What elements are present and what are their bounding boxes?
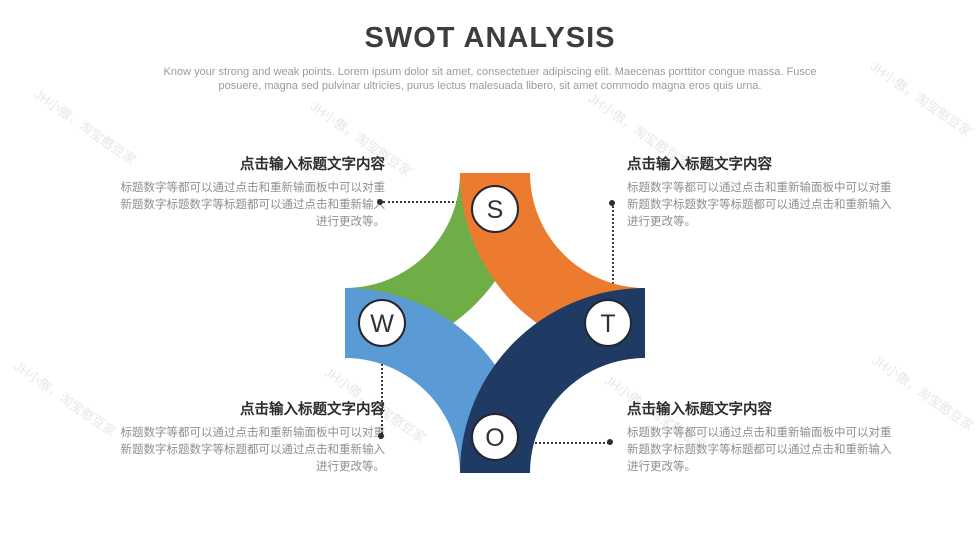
slide-title: SWOT ANALYSIS xyxy=(364,22,616,54)
connector-bottom-right xyxy=(523,442,609,444)
connector-dot xyxy=(378,433,384,439)
block-body-line: 新题数字标题数字等标题都可以通过点击和重新输入 xyxy=(627,199,892,211)
swot-block-top-left: 点击输入标题文字内容 标题数字等都可以通过点击和重新输面板中可以对重 新题数字标… xyxy=(103,153,386,231)
node-letter-s: S xyxy=(487,196,504,224)
connector-top-left xyxy=(383,201,466,203)
block-heading: 点击输入标题文字内容 xyxy=(240,402,385,418)
block-body-line: 进行更改等。 xyxy=(316,461,385,473)
swot-block-bottom-left: 点击输入标题文字内容 标题数字等都可以通过点击和重新输面板中可以对重 新题数字标… xyxy=(103,398,386,476)
block-body-line: 进行更改等。 xyxy=(316,216,385,228)
connector-bottom-left xyxy=(381,353,383,434)
connector-dot xyxy=(607,439,613,445)
block-body-line: 进行更改等。 xyxy=(627,461,696,473)
block-body-line: 标题数字等都可以通过点击和重新输面板中可以对重 xyxy=(120,427,386,439)
watermark-text: JH小傲，淘宝憨豆家 xyxy=(867,58,975,140)
node-circle-t xyxy=(584,299,632,347)
connector-dot xyxy=(377,199,383,205)
block-body-line: 新题数字标题数字等标题都可以通过点击和重新输入 xyxy=(627,444,892,456)
swot-block-bottom-right: 点击输入标题文字内容 标题数字等都可以通过点击和重新输面板中可以对重 新题数字标… xyxy=(627,398,909,476)
block-body-line: 标题数字等都可以通过点击和重新输面板中可以对重 xyxy=(627,427,892,439)
slide-subtitle: Know your strong and weak points. Lorem … xyxy=(140,65,840,93)
subtitle-line: Know your strong and weak points. Lorem … xyxy=(163,66,817,78)
connector-top-right xyxy=(612,206,614,292)
node-circle-w xyxy=(358,299,406,347)
block-body-line: 新题数字标题数字等标题都可以通过点击和重新输入 xyxy=(120,444,386,456)
node-letter-w: W xyxy=(370,310,394,338)
node-circle-o xyxy=(471,413,519,461)
subtitle-line: posuere, magna sed pulvinar ultricies, p… xyxy=(218,80,762,92)
node-letter-t: T xyxy=(600,310,615,338)
block-body-line: 进行更改等。 xyxy=(627,216,696,228)
block-heading: 点击输入标题文字内容 xyxy=(627,157,772,173)
connector-dot xyxy=(609,200,615,206)
block-heading: 点击输入标题文字内容 xyxy=(240,157,385,173)
node-circle-s xyxy=(471,185,519,233)
block-heading: 点击输入标题文字内容 xyxy=(627,402,772,418)
node-letter-o: O xyxy=(485,424,504,452)
block-body-line: 标题数字等都可以通过点击和重新输面板中可以对重 xyxy=(120,182,386,194)
swot-pinwheel-diagram: S W T O xyxy=(345,173,645,473)
block-body-line: 新题数字标题数字等标题都可以通过点击和重新输入 xyxy=(120,199,386,211)
block-body-line: 标题数字等都可以通过点击和重新输面板中可以对重 xyxy=(627,182,892,194)
swot-block-top-right: 点击输入标题文字内容 标题数字等都可以通过点击和重新输面板中可以对重 新题数字标… xyxy=(627,153,909,231)
